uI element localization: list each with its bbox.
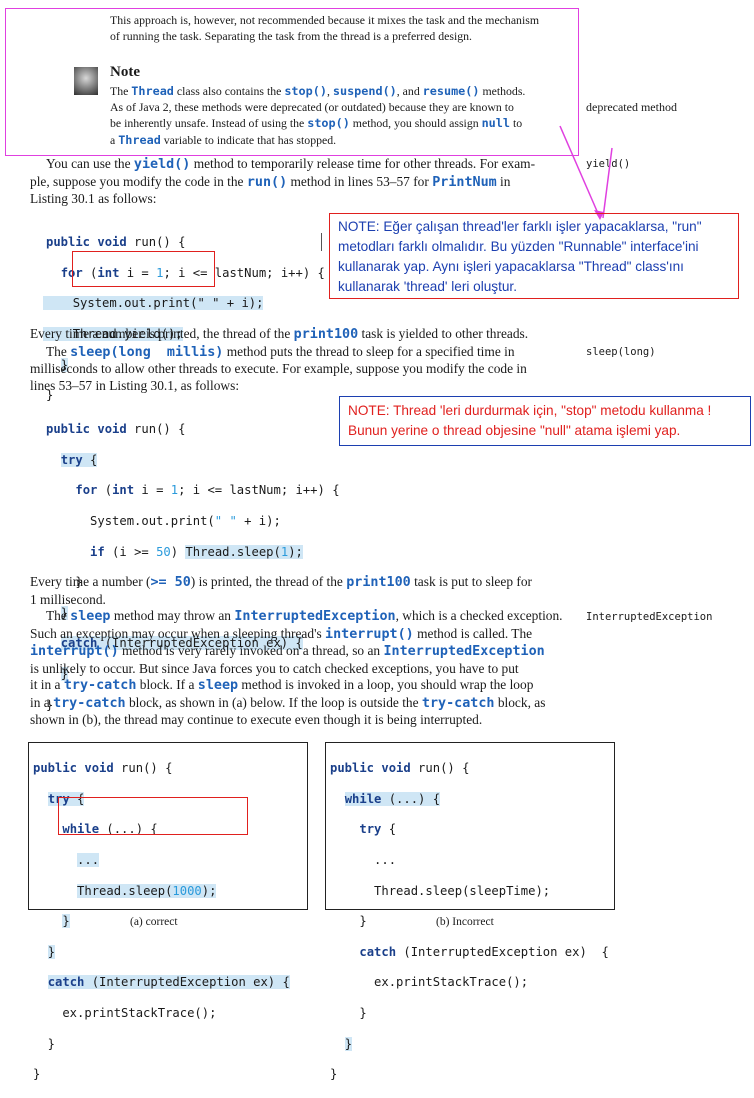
code-a-line4: ...: [77, 853, 100, 868]
paragraph-yield: You can use the yield() method to tempor…: [30, 156, 575, 208]
code-a-highlight-box: [58, 797, 248, 835]
para3-line4: Such an exception may occur when a sleep…: [30, 625, 533, 642]
code2-line7: }: [60, 605, 69, 620]
code2-line1: public void run() {: [46, 422, 186, 437]
code2-line10: }: [46, 697, 54, 712]
code-a-line11: }: [33, 1067, 41, 1082]
note-stop-text: NOTE: Thread 'leri durdurmak için, "stop…: [348, 403, 712, 438]
code1-line3: System.out.print(" " + i);: [43, 296, 264, 311]
margin-sleep-long: sleep(long): [586, 346, 656, 358]
note-line-1: The Thread class also contains the stop(…: [110, 84, 526, 98]
code1-bracket-mark: [321, 233, 328, 251]
code-a-line3: while (...) {: [62, 822, 158, 837]
margin-yield: yield(): [586, 158, 631, 170]
code-b-line1: public void run() {: [330, 761, 470, 776]
code-a-line10: }: [33, 1036, 56, 1051]
code-b-line3: try {: [359, 822, 397, 837]
para2-line2: The sleep(long millis) method puts the t…: [46, 343, 515, 360]
code-b-line7: catch (InterruptedException ex) {: [359, 944, 609, 959]
para1-line1: You can use the yield() method to tempor…: [46, 156, 536, 172]
para3-line8: in a try-catch block, as shown in (a) be…: [30, 694, 546, 711]
note-region-box: [5, 8, 579, 156]
para3-line5: interrupt() method is very rarely invoke…: [30, 643, 545, 659]
para3-line2: 1 millisecond.: [30, 591, 106, 607]
code2-line3: for (int i = 1; i <= lastNum; i++) {: [75, 483, 340, 498]
para1-line2: ple, suppose you modify the code in the …: [30, 173, 511, 190]
annotation-arrows: [559, 125, 613, 220]
code-a-frame: [28, 742, 308, 910]
para1-line3: Listing 30.1 as follows:: [30, 191, 157, 206]
code-block-yield: public void run() { for (int i = 1; i <=…: [43, 220, 325, 419]
note-runnable-box: NOTE: Eğer çalışan thread'ler farklı işl…: [329, 213, 739, 299]
code-block-sleep: public void run() { try { for (int i = 1…: [46, 407, 340, 728]
code1-line4: Thread.yield();: [43, 327, 183, 342]
caption-correct: (a) correct: [130, 916, 178, 928]
code1-line1: public void run() {: [46, 235, 186, 250]
code-b-line8: ex.printStackTrace();: [330, 975, 529, 990]
code1-line5: }: [60, 357, 69, 372]
code-a-line7: }: [47, 944, 56, 959]
code-a-line9: ex.printStackTrace();: [33, 1006, 217, 1021]
code-b-line4: ...: [330, 853, 397, 868]
intro-text: This approach is, however, not recommend…: [110, 13, 539, 43]
code1-highlight-box: [72, 251, 215, 287]
code-b-line11: }: [330, 1067, 338, 1082]
code2-line5: if (i >= 50) Thread.sleep(1);: [90, 544, 303, 559]
para2-line1: Every time a number is printed, the thre…: [30, 326, 529, 342]
code-a-line5: Thread.sleep(1000);: [77, 883, 217, 898]
note-title: Note: [110, 64, 140, 80]
paragraph-interrupted: Every time a number (>= 50) is printed, …: [30, 574, 575, 729]
para3-line3: The sleep method may throw an Interrupte…: [46, 608, 563, 624]
code-b-frame: [325, 742, 615, 910]
note-stop-box: NOTE: Thread 'leri durdurmak için, "stop…: [339, 396, 751, 446]
code2-line2: try {: [60, 452, 98, 467]
code-b-line5: Thread.sleep(sleepTime);: [330, 883, 551, 898]
code-b-line2: while (...) {: [344, 791, 441, 806]
code1-line6: }: [46, 388, 54, 403]
code1-line2: for (int i = 1; i <= lastNum; i++) {: [60, 265, 325, 280]
paragraph-sleep: Every time a number is printed, the thre…: [30, 326, 575, 394]
para3-line6: is unlikely to occur. But since Java for…: [30, 660, 519, 676]
para2-line4: lines 53–57 in Listing 30.1, as follows:: [30, 377, 240, 393]
note-runnable-text: NOTE: Eğer çalışan thread'ler farklı işl…: [338, 219, 702, 294]
margin-interrupted-exception: InterruptedException: [586, 611, 713, 623]
para3-line9: shown in (b), the thread may continue to…: [30, 712, 483, 727]
note-image-icon: [74, 67, 98, 95]
code-b-line10: }: [344, 1036, 353, 1051]
code2-line8: catch (InterruptedException ex) {: [60, 636, 303, 651]
note-body: The Thread class also contains the stop(…: [110, 83, 550, 148]
code-b-line9: }: [330, 1006, 367, 1021]
margin-deprecated-method: deprecated method: [586, 100, 677, 114]
note-line-3: be inherently unsafe. Instead of using t…: [110, 116, 523, 131]
code2-line4: System.out.print(" " + i);: [46, 514, 281, 529]
code2-line9: }: [60, 667, 69, 682]
code-a-line1: public void run() {: [33, 761, 173, 776]
para3-line7: it in a try-catch block. If a sleep meth…: [30, 677, 534, 693]
code-b-line6: }: [330, 914, 367, 929]
code-a-line6: }: [62, 914, 70, 929]
note-line-2: As of Java 2, these methods were depreca…: [110, 100, 514, 115]
caption-incorrect: (b) Incorrect: [436, 916, 494, 928]
code-a-line8: catch (InterruptedException ex) {: [47, 975, 290, 990]
para2-line3: milliseconds to allow other threads to e…: [30, 361, 527, 376]
para3-line1: Every time a number (>= 50) is printed, …: [30, 574, 532, 590]
code2-line6: }: [46, 575, 83, 590]
note-line-4: a Thread variable to indicate that has s…: [110, 132, 337, 147]
